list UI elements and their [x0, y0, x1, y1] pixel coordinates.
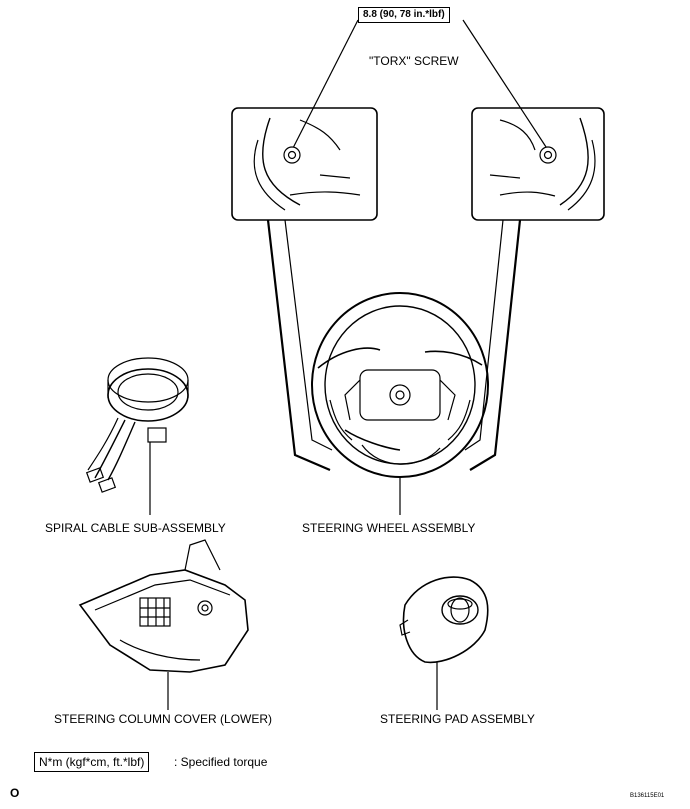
spiral-cable-label: SPIRAL CABLE SUB-ASSEMBLY	[45, 521, 226, 535]
callout-funnel-right-outer	[469, 219, 522, 471]
torque-leader-left	[291, 19, 359, 151]
spiral-cable-drawing	[85, 357, 189, 515]
legend-torque-box: N*m (kgf*cm, ft.*lbf)	[34, 752, 150, 772]
steering-pad-label: STEERING PAD ASSEMBLY	[380, 712, 535, 726]
page-mark: O	[10, 786, 20, 800]
callout-funnel-left-outer	[266, 219, 331, 472]
torque-leader-right	[462, 19, 549, 151]
column-cover-label: STEERING COLUMN COVER (LOWER)	[54, 712, 273, 726]
steering-wheel-drawing	[311, 292, 489, 515]
column-cover-drawing	[78, 539, 249, 710]
steering-pad-drawing	[399, 576, 489, 710]
torx-screw-label: "TORX" SCREW	[369, 54, 459, 68]
torque-spec-box: 8.8 (90, 78 in.*lbf)	[358, 7, 450, 23]
legend-description: : Specified torque	[174, 755, 268, 769]
detail-view-right	[471, 107, 605, 221]
callout-funnel-right-inner	[464, 219, 504, 451]
callout-funnel-left-inner	[284, 219, 333, 451]
torx-screw-right	[539, 146, 557, 164]
detail-view-left	[231, 107, 378, 221]
torx-screw-left	[283, 146, 301, 164]
steering-wheel-label: STEERING WHEEL ASSEMBLY	[302, 521, 476, 535]
figure-code: B136115E01	[630, 793, 665, 799]
